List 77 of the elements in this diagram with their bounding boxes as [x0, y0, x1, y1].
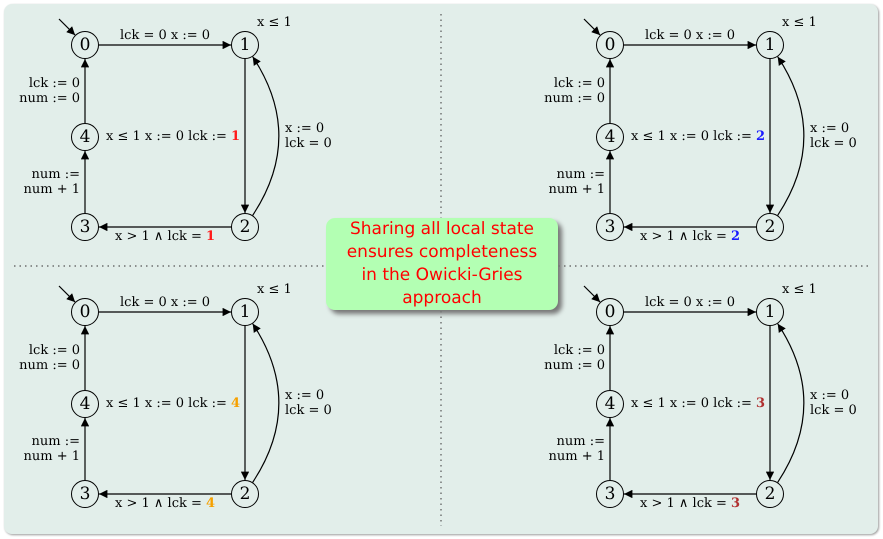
state-circle: 3	[596, 213, 624, 241]
arrow	[80, 151, 90, 213]
edge-label: x ≤ 1 x := 0 lck := 1	[106, 128, 240, 144]
state-circle: 1	[231, 31, 259, 59]
edge-label: lck := 0 num := 0	[18, 76, 80, 106]
edge-label: x > 1 ∧ lck = 2	[640, 229, 740, 244]
state-circle: 1	[231, 298, 259, 326]
edge-label: x > 1 ∧ lck = 4	[115, 496, 216, 511]
arrow	[624, 222, 756, 232]
state-circle: 2	[756, 213, 784, 241]
arrow	[240, 326, 250, 480]
edge-label: x := 0 lck = 0	[810, 121, 858, 151]
edge-label: num := num + 1	[547, 434, 605, 464]
arrow	[624, 308, 756, 316]
state-circle: 3	[71, 480, 99, 508]
state-circle: 0	[596, 298, 624, 326]
arrow	[584, 18, 601, 36]
arrow	[624, 40, 756, 50]
arrow	[606, 151, 614, 213]
invariant-label: x ≤ 1	[257, 15, 292, 30]
arrow	[252, 323, 280, 483]
callout-box: Sharing all local state ensures completeness in the Owicki-Gries approach	[326, 218, 558, 310]
arrow	[80, 418, 90, 480]
state-circle: 1	[756, 31, 784, 59]
edge-label: lck := 0 num := 0	[543, 76, 605, 106]
arrow	[99, 308, 231, 316]
invariant-label: x ≤ 1	[782, 282, 817, 297]
state-circle: 4	[596, 390, 624, 418]
arrow	[606, 59, 614, 123]
state-circle: 0	[71, 31, 99, 59]
arrow	[766, 326, 774, 480]
state-circle: 4	[71, 123, 99, 151]
arrow	[240, 59, 250, 213]
edge-label: x := 0 lck = 0	[810, 388, 858, 418]
arrow	[777, 56, 804, 216]
arrow	[99, 40, 231, 50]
edge-label: x > 1 ∧ lck = 3	[640, 496, 740, 511]
state-circle: 1	[756, 298, 784, 326]
state-circle: 4	[596, 123, 624, 151]
arrow	[606, 418, 614, 480]
arrow	[80, 326, 90, 390]
edge-label: num := num + 1	[547, 167, 605, 197]
arrow	[99, 490, 231, 498]
arrow	[99, 222, 231, 232]
edge-label: num := num + 1	[22, 434, 80, 464]
edge-label: lck := 0 num := 0	[543, 343, 605, 373]
state-circle: 2	[231, 213, 259, 241]
invariant-label: x ≤ 1	[782, 15, 817, 30]
arrow	[624, 490, 756, 498]
arrow	[766, 59, 774, 213]
arrow	[58, 18, 76, 36]
state-circle: 0	[71, 298, 99, 326]
arrow	[252, 56, 280, 216]
edge-label: lck = 0 x := 0	[645, 295, 736, 310]
edge-label: x := 0 lck = 0	[285, 388, 333, 418]
edge-label: num := num + 1	[22, 167, 80, 197]
state-circle: 2	[756, 480, 784, 508]
edge-label: lck := 0 num := 0	[18, 343, 80, 373]
state-circle: 0	[596, 31, 624, 59]
invariant-label: x ≤ 1	[257, 282, 292, 297]
arrow	[80, 59, 90, 123]
arrow	[606, 326, 614, 390]
edge-label: lck = 0 x := 0	[120, 295, 210, 310]
edge-label: x ≤ 1 x := 0 lck := 4	[106, 396, 240, 410]
edge-label: x ≤ 1 x := 0 lck := 3	[631, 396, 766, 410]
arrow	[777, 323, 804, 483]
arrow	[584, 286, 601, 303]
state-circle: 2	[231, 480, 259, 508]
state-circle: 4	[71, 390, 99, 418]
state-circle: 3	[71, 213, 99, 241]
edge-label: lck = 0 x := 0	[120, 28, 210, 43]
edge-label: x := 0 lck = 0	[285, 121, 333, 151]
edge-label: lck = 0 x := 0	[645, 28, 736, 43]
arrow	[58, 286, 76, 303]
state-circle: 3	[596, 480, 624, 508]
edge-label: x ≤ 1 x := 0 lck := 2	[631, 128, 766, 144]
edge-label: x > 1 ∧ lck = 1	[115, 229, 216, 244]
